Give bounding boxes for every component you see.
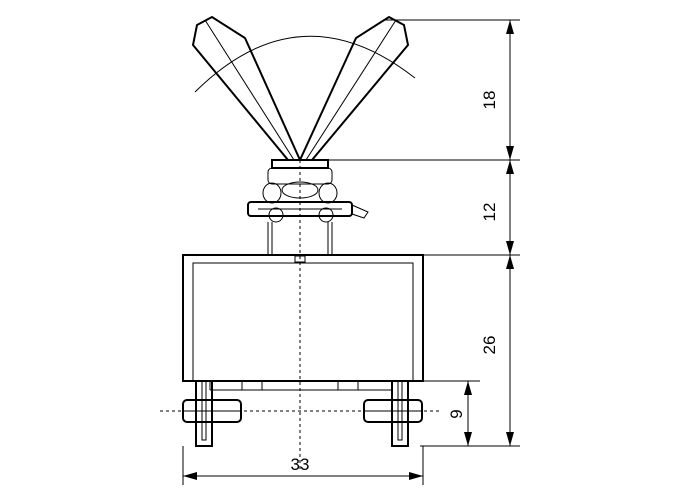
dimension-label-bushing-height: 12 — [480, 203, 499, 222]
terminal-right — [363, 381, 423, 447]
dimension-body-width: 33 — [183, 455, 423, 480]
extension-lines — [182, 19, 520, 485]
terminal-left — [182, 381, 242, 447]
dimension-bushing-height: 12 — [480, 160, 514, 255]
switch-body — [182, 254, 424, 391]
dimension-label-body-width: 33 — [291, 455, 310, 474]
dimension-label-body-height: 26 — [480, 336, 499, 355]
dimension-label-lever-height: 18 — [480, 91, 499, 110]
dimension-label-terminal-height: 9 — [447, 409, 466, 418]
dimension-body-height: 26 — [480, 255, 514, 446]
bushing-assembly — [247, 159, 369, 255]
dimension-terminal-height: 9 — [447, 381, 472, 446]
lever-swing-arc — [194, 35, 416, 93]
lever-left-position — [191, 15, 302, 161]
lever-right-position — [298, 15, 410, 161]
dimension-lever-height: 18 — [480, 20, 514, 160]
